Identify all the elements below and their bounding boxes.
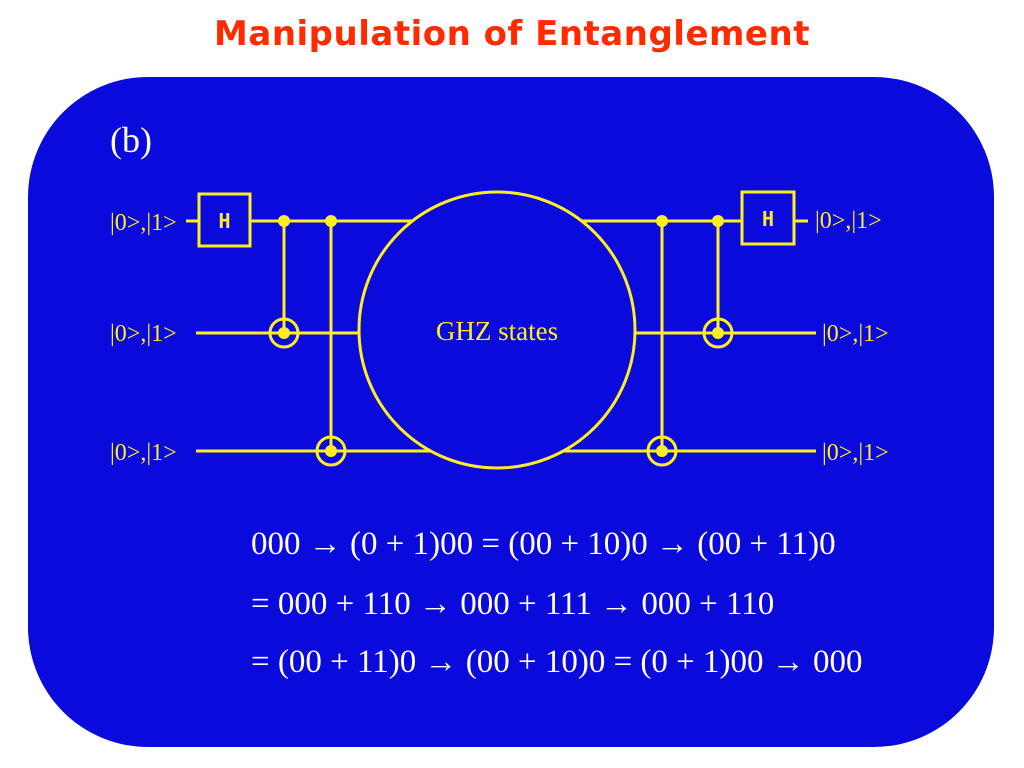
hadamard-gate-left-label: H	[218, 209, 230, 233]
cnot-4-target	[702, 317, 734, 349]
equation-line-2: = 000 + 110 → 000 + 111 → 000 + 110	[251, 586, 775, 622]
cnot-2-target	[315, 435, 347, 467]
cnot-3-target	[646, 435, 678, 467]
ghz-states-circle	[357, 190, 637, 470]
cnot-4-target-dot	[712, 327, 724, 339]
hadamard-gate-left	[197, 192, 252, 248]
cnot-1-target-dot	[278, 327, 290, 339]
slide-title: Manipulation of Entanglement	[214, 14, 810, 54]
cnot-4-control-dot	[712, 215, 724, 227]
hadamard-gate-right-label: H	[762, 207, 774, 231]
cnot-3-control-dot	[656, 215, 668, 227]
input-label-2: |0>,|1>	[110, 321, 177, 347]
cnot-3-target-dot	[656, 445, 668, 457]
cnot-1-control-dot	[278, 215, 290, 227]
output-label-3: |0>,|1>	[822, 440, 889, 466]
output-label-2: |0>,|1>	[822, 321, 889, 347]
output-label-1: |0>,|1>	[815, 208, 882, 234]
cnot-2-control-dot	[325, 215, 337, 227]
input-label-1: |0>,|1>	[110, 210, 177, 236]
panel-label: (b)	[110, 120, 152, 160]
cnot-1-target	[268, 317, 300, 349]
equation-line-3: = (00 + 11)0 → (00 + 10)0 = (0 + 1)00 → …	[251, 644, 863, 680]
cnot-2-target-dot	[325, 445, 337, 457]
hadamard-gate-right	[740, 190, 796, 246]
equation-line-1: 000 → (0 + 1)00 = (00 + 10)0 → (00 + 11)…	[251, 526, 836, 562]
input-label-3: |0>,|1>	[110, 440, 177, 466]
ghz-states-label: GHZ states	[436, 316, 558, 346]
